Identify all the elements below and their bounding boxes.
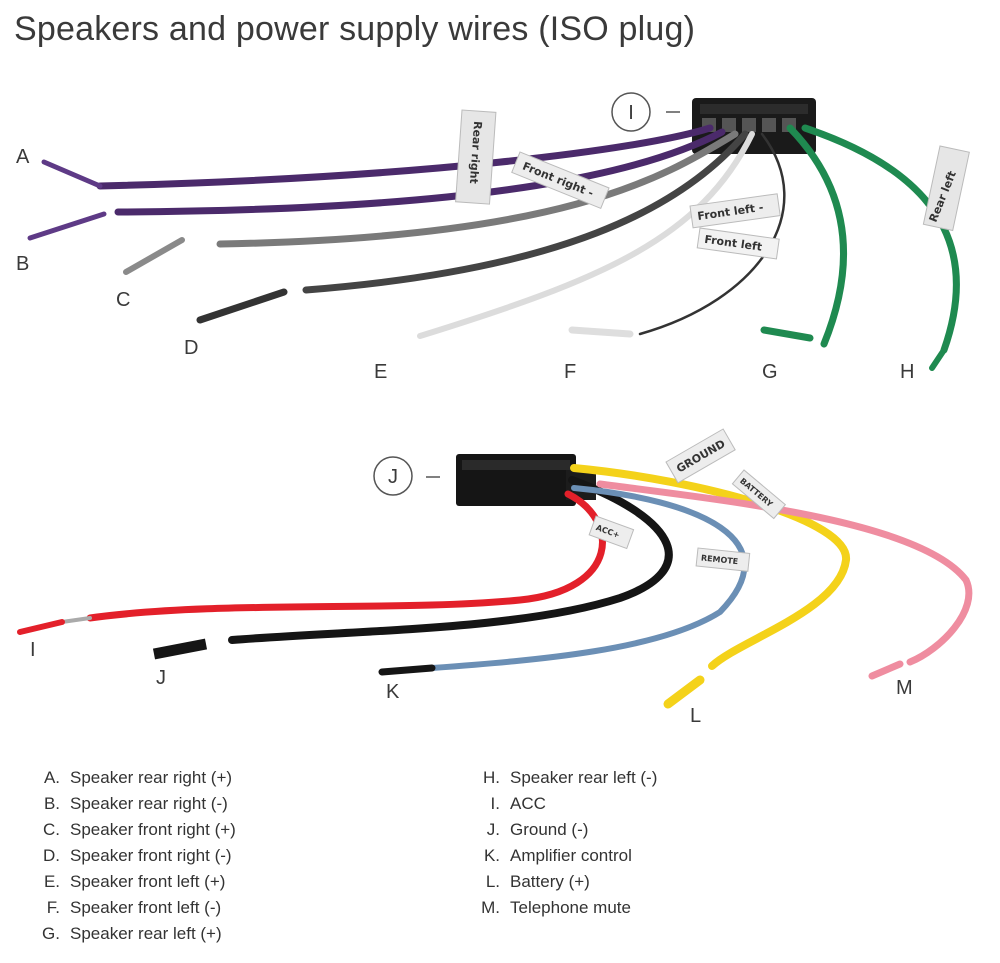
callout-letter: I: [628, 102, 634, 124]
connector-callout-i: I: [611, 92, 680, 132]
legend-item: I.ACC: [490, 794, 546, 813]
wire-d: [302, 130, 749, 294]
legend-item: K.Amplifier control: [483, 846, 632, 865]
wire-label-a: A: [16, 146, 30, 168]
wire-label-l: L: [690, 705, 701, 727]
wire-label-f: F: [564, 361, 576, 383]
wire-d-tip: [196, 288, 288, 324]
wire-j-tip: [152, 638, 208, 660]
legend-item: M.Telephone mute: [481, 898, 631, 917]
svg-text:Rear right: Rear right: [467, 121, 484, 185]
legend-item: G.Speaker rear left (+): [42, 924, 222, 943]
wire-f-tip: [568, 326, 634, 338]
callout-letter: J: [388, 466, 398, 488]
legend-item: E.Speaker front left (+): [43, 872, 226, 891]
wire-j: [228, 476, 673, 644]
legend-item: C.Speaker front right (+): [43, 820, 236, 839]
wire-label-b: B: [16, 253, 29, 275]
wire-c-tip: [123, 237, 185, 275]
legend-item: A.Speaker rear right (+): [43, 768, 233, 787]
legend-item: J.Ground (-): [486, 820, 589, 839]
wire-l: [570, 464, 850, 670]
wire-e: [417, 131, 755, 339]
connector-j: [456, 454, 596, 506]
tag-front-left: Front left -: [689, 193, 781, 229]
wire-label-e: E: [374, 361, 387, 383]
tag-front-right: Front right -: [511, 151, 610, 210]
wire-g: [786, 124, 848, 348]
wire-h-tip: [929, 347, 947, 371]
wire-label-h: H: [900, 361, 914, 383]
wire-i: [86, 490, 606, 622]
legend-item: D.Speaker front right (-): [43, 846, 232, 865]
wire-label-j: J: [156, 667, 166, 689]
page-title: Speakers and power supply wires (ISO plu…: [14, 10, 696, 48]
wire-b-tip: [27, 211, 107, 241]
wire-m: [596, 480, 973, 666]
wire-l-tip: [663, 675, 705, 709]
wire-i-strip: [60, 616, 92, 624]
wire-i-tip: [17, 619, 65, 635]
wire-a-tip: [41, 159, 103, 189]
wire-g-tip: [760, 326, 814, 342]
wire-a: [96, 124, 714, 190]
svg-text:REMOTE: REMOTE: [701, 553, 739, 566]
legend-item: L.Battery (+): [485, 872, 590, 891]
legend-item: H.Speaker rear left (-): [483, 768, 658, 787]
tag-front-left-2: Front left: [696, 227, 780, 260]
legend-left: A.Speaker rear right (+) B.Speaker rear …: [34, 765, 236, 947]
wire-label-c: C: [116, 289, 130, 311]
connector-callout-j: J: [373, 456, 440, 496]
wire-label-m: M: [896, 677, 913, 699]
tag-acc: ACC+: [588, 515, 635, 550]
tag-remote: REMOTE: [695, 547, 751, 572]
wire-label-g: G: [762, 361, 778, 383]
wire-h: [801, 124, 960, 354]
tag-ground: GROUND: [665, 428, 736, 484]
legend-right: H.Speaker rear left (-) I.ACC J.Ground (…: [474, 765, 657, 921]
wire-label-d: D: [184, 337, 198, 359]
wire-b: [114, 128, 726, 216]
wiring-diagram: I Rear right Front right - Front left - …: [16, 92, 973, 727]
wire-c: [216, 130, 739, 248]
wire-k-tip: [378, 664, 436, 676]
tag-rear-left: Rear left: [922, 145, 970, 232]
legend-item: B.Speaker rear right (-): [43, 794, 228, 813]
wire-m-tip: [868, 660, 904, 680]
wire-label-i: I: [30, 639, 36, 661]
wire-k: [429, 485, 748, 671]
tag-rear-right: Rear right: [455, 109, 497, 205]
wire-label-k: K: [386, 681, 400, 703]
legend-item: F.Speaker front left (-): [46, 898, 222, 917]
